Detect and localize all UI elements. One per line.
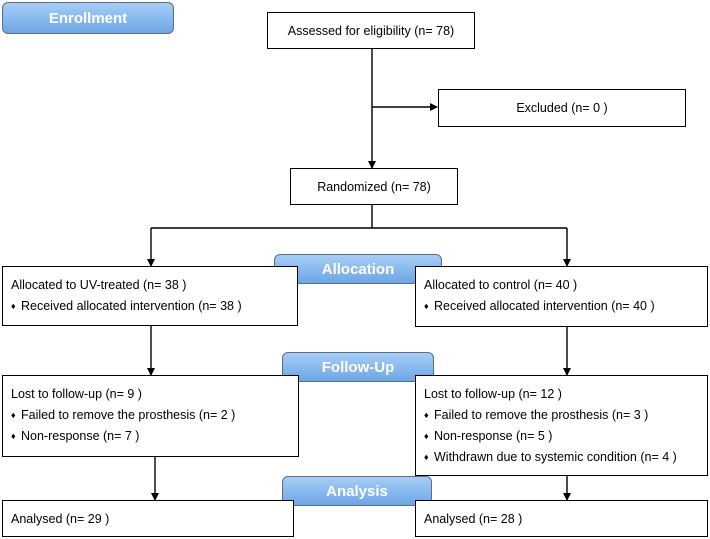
allocation-right-title: Allocated to control (n= 40 ): [424, 277, 578, 292]
list-item: ♦ Failed to remove the prosthesis (n= 2 …: [11, 404, 290, 425]
list-item: ♦ Non-response (n= 7 ): [11, 425, 290, 446]
analysis-right-box: Analysed (n= 28 ): [415, 500, 708, 537]
stage-follow-up: Follow-Up: [282, 352, 434, 382]
randomized-box: Randomized (n= 78): [290, 168, 458, 205]
follow-up-left-box: Lost to follow-up (n= 9 ) ♦ Failed to re…: [2, 375, 299, 457]
bullet-icon: ♦: [424, 300, 429, 311]
list-item-label: Non-response (n= 5 ): [434, 428, 553, 443]
bullet-icon: ♦: [11, 430, 16, 441]
stage-analysis: Analysis: [282, 476, 432, 506]
allocation-left-title: Allocated to UV-treated (n= 38 ): [11, 277, 187, 292]
analysis-left-box: Analysed (n= 29 ): [2, 500, 294, 537]
follow-up-right-title: Lost to follow-up (n= 12 ): [424, 386, 562, 401]
list-item-label: Failed to remove the prosthesis (n= 2 ): [21, 407, 236, 422]
allocation-right-box: Allocated to control (n= 40 ) ♦ Received…: [415, 266, 708, 327]
follow-up-right-box: Lost to follow-up (n= 12 ) ♦ Failed to r…: [415, 375, 708, 476]
analysis-left-label: Analysed (n= 29 ): [11, 511, 110, 526]
list-item-label: Received allocated intervention (n= 40 ): [434, 298, 655, 313]
analysis-right-label: Analysed (n= 28 ): [424, 511, 523, 526]
list-item-label: Received allocated intervention (n= 38 ): [21, 298, 242, 313]
list-item: ♦ Failed to remove the prosthesis (n= 3 …: [424, 404, 699, 425]
bullet-icon: ♦: [424, 451, 429, 462]
assessed-box: Assessed for eligibility (n= 78): [267, 12, 475, 49]
bullet-icon: ♦: [424, 430, 429, 441]
list-item-label: Failed to remove the prosthesis (n= 3 ): [434, 407, 649, 422]
list-item: ♦ Received allocated intervention (n= 38…: [11, 295, 289, 316]
list-item: ♦ Withdrawn due to systemic condition (n…: [424, 446, 699, 467]
bullet-icon: ♦: [11, 300, 16, 311]
allocation-left-box: Allocated to UV-treated (n= 38 ) ♦ Recei…: [2, 266, 298, 326]
bullet-icon: ♦: [424, 409, 429, 420]
list-item: ♦ Received allocated intervention (n= 40…: [424, 295, 699, 316]
list-item: ♦ Non-response (n= 5 ): [424, 425, 699, 446]
list-item-label: Non-response (n= 7 ): [21, 428, 140, 443]
stage-enrollment: Enrollment: [2, 2, 174, 34]
bullet-icon: ♦: [11, 409, 16, 420]
follow-up-left-title: Lost to follow-up (n= 9 ): [11, 386, 142, 401]
excluded-box: Excluded (n= 0 ): [438, 89, 686, 127]
list-item-label: Withdrawn due to systemic condition (n= …: [434, 449, 677, 464]
